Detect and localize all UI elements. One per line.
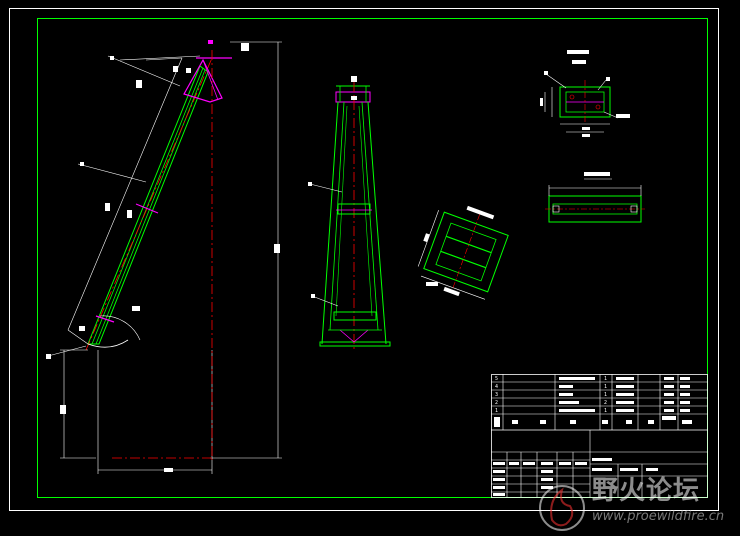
bom-no-2: 4 [495,384,499,390]
mid-stiffener [135,203,159,214]
inclined-centerline [85,57,213,351]
inner-frame [37,18,708,498]
watermark-url: www.proewildfire.cn [592,509,725,524]
plate-view [545,172,645,223]
inclined-member-outline [87,65,209,345]
bom-qty-4: 2 [604,400,608,406]
bom-qty-5: 1 [604,408,608,414]
bom-qty-2: 1 [604,384,608,390]
rotated-section-view [417,205,509,300]
section-c-view [540,50,630,137]
bom-no-3: 3 [495,392,499,398]
flame-logo-icon [539,485,585,531]
bom-qty-1: 1 [604,376,608,382]
top-head-plate [183,58,223,103]
inclined-column-view [46,40,282,474]
bom-no-1: 5 [495,376,499,382]
base-arc [87,339,129,348]
watermark-title: 野火论坛 [592,476,701,506]
title-block [491,374,708,498]
bom-qty-3: 1 [604,392,608,398]
bom-no-5: 1 [495,408,499,414]
tower-elevation-view [308,76,391,350]
outer-frame [9,8,719,511]
bom-no-4: 2 [495,400,499,406]
